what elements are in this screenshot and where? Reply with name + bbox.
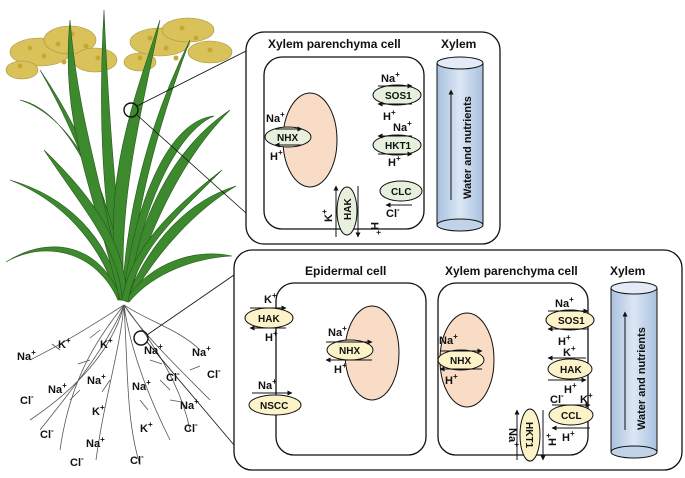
svg-text:Na+: Na+ [132, 378, 151, 393]
svg-text:Na+: Na+ [266, 110, 285, 125]
svg-text:Na+: Na+ [393, 119, 412, 134]
epidermal-nhx-transporter: NHX Na+ H+ [325, 324, 374, 376]
epidermal-hak-transporter: HAK K+ H+ [244, 291, 294, 344]
upper-hak-transporter: HAK K+ H+ [320, 185, 383, 238]
svg-text:CLC: CLC [391, 187, 412, 198]
svg-text:Na+: Na+ [555, 295, 574, 310]
svg-text:H+: H+ [445, 372, 458, 387]
lower-nhx-transporter: NHX Na+ H+ [437, 332, 485, 387]
upper-xylem-vessel: Water and nutrients [436, 56, 484, 232]
root-zoom-line-top [146, 274, 235, 336]
svg-text:Na+: Na+ [87, 372, 106, 387]
svg-text:Cl-: Cl- [130, 452, 144, 467]
lower-sos1-transporter: SOS1 Na+ H+ [545, 295, 595, 348]
svg-text:Na+: Na+ [144, 342, 163, 357]
rice-plant-illustration [5, 9, 257, 466]
svg-text:K+: K+ [320, 209, 335, 222]
svg-text:HKT1: HKT1 [523, 422, 534, 449]
upper-hkt1-transporter: HKT1 Na+ H+ [372, 119, 422, 169]
svg-text:SOS1: SOS1 [385, 91, 412, 102]
svg-text:Na+: Na+ [180, 397, 199, 412]
svg-text:K+: K+ [563, 344, 576, 359]
root-zoom-circle [133, 330, 149, 346]
lower-panel: Epidermal cell Xylem parenchyma cell Xyl… [233, 249, 683, 471]
svg-text:Na+: Na+ [506, 428, 521, 447]
svg-text:Cl-: Cl- [184, 420, 198, 435]
svg-text:H+: H+ [564, 381, 577, 396]
svg-text:SOS1: SOS1 [558, 316, 585, 327]
lower-parenchyma-title: Xylem parenchyma cell [445, 264, 578, 278]
rice-roots [29, 304, 211, 466]
svg-text:K+: K+ [580, 391, 593, 406]
svg-text:HAK: HAK [258, 314, 280, 325]
svg-text:HAK: HAK [560, 365, 582, 376]
svg-text:Na+: Na+ [86, 435, 105, 450]
svg-text:H+: H+ [383, 108, 396, 123]
lower-hak-transporter: HAK K+ H+ [547, 344, 593, 396]
leaf-zoom-line-bottom [136, 114, 257, 223]
lower-xylem-vessel: Water and nutrients [610, 281, 658, 459]
svg-text:Cl-: Cl- [386, 205, 400, 220]
soil-ions: Na+ K+ K+ Na+ Na+ Na+ Na+ Na+ Cl- Cl- Cl… [17, 336, 221, 469]
upper-xylem-label: Water and nutrients [462, 96, 474, 199]
rice-grains [17, 25, 213, 69]
svg-text:Cl-: Cl- [20, 392, 34, 407]
svg-text:H+: H+ [368, 222, 383, 235]
upper-clc-transporter: CLC Cl- [379, 180, 423, 220]
svg-text:Na+: Na+ [439, 332, 458, 347]
lower-xylem-label: Water and nutrients [636, 327, 648, 430]
svg-text:H+: H+ [544, 433, 559, 446]
svg-text:NSCC: NSCC [260, 401, 288, 412]
svg-text:NHX: NHX [450, 356, 471, 367]
svg-text:HAK: HAK [343, 198, 354, 220]
svg-text:H+: H+ [334, 361, 347, 376]
svg-text:H+: H+ [562, 429, 575, 444]
rice-leaves [5, 9, 237, 303]
leaf-zoom-line-top [136, 45, 257, 107]
svg-text:K+: K+ [140, 420, 153, 435]
svg-text:Na+: Na+ [381, 70, 400, 85]
upper-panel: Xylem parenchyma cell Xylem Water and nu… [245, 31, 501, 245]
svg-text:H+: H+ [265, 329, 278, 344]
svg-text:NHX: NHX [339, 346, 360, 357]
svg-text:NHX: NHX [277, 133, 298, 144]
svg-text:Cl-: Cl- [207, 366, 221, 381]
svg-text:Na+: Na+ [17, 348, 36, 363]
svg-text:H+: H+ [558, 333, 571, 348]
svg-text:Cl-: Cl- [166, 369, 180, 384]
upper-xylem-title: Xylem [441, 37, 476, 51]
leaf-zoom-circle [123, 102, 139, 118]
upper-nhx-transporter: NHX Na+ H+ [264, 110, 312, 163]
root-zoom-line-bottom [146, 341, 235, 446]
lower-xylem-title: Xylem [610, 264, 645, 278]
svg-text:K+: K+ [92, 403, 105, 418]
svg-text:HKT1: HKT1 [385, 141, 412, 152]
svg-text:CCL: CCL [561, 411, 582, 422]
svg-text:H+: H+ [270, 148, 283, 163]
upper-sos1-transporter: SOS1 Na+ H+ [372, 70, 422, 123]
svg-text:K+: K+ [264, 291, 277, 306]
upper-cell-title: Xylem parenchyma cell [268, 37, 401, 51]
svg-text:Cl-: Cl- [70, 454, 84, 469]
svg-text:Na+: Na+ [192, 344, 211, 359]
svg-text:K+: K+ [100, 336, 113, 351]
svg-text:Cl-: Cl- [40, 426, 54, 441]
epidermal-nscc-transporter: NSCC Na+ [248, 377, 302, 416]
epidermal-cell-title: Epidermal cell [305, 264, 386, 278]
svg-text:H+: H+ [388, 154, 401, 169]
svg-text:Cl-: Cl- [550, 391, 564, 406]
svg-text:Na+: Na+ [258, 377, 277, 392]
lower-hkt1-transporter: HKT1 Na+ H+ [506, 408, 559, 462]
svg-text:Na+: Na+ [328, 324, 347, 339]
svg-text:Na+: Na+ [48, 381, 67, 396]
svg-text:K+: K+ [58, 336, 71, 351]
lower-ccl-transporter: CCL Cl- K+ H+ [548, 391, 594, 444]
rice-panicles [5, 17, 233, 80]
